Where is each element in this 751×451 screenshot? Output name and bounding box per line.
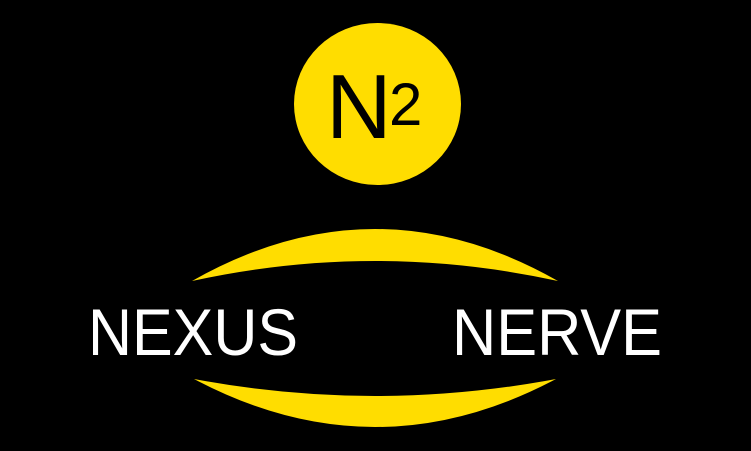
wordmark-right: NERVE <box>452 295 662 369</box>
wordmark-left: NEXUS <box>88 295 298 369</box>
badge-number: 2 <box>389 71 422 138</box>
bottom-arc-icon <box>194 379 556 427</box>
badge-circle-icon <box>294 23 461 185</box>
top-arc-icon <box>192 229 558 281</box>
badge-letter: N <box>326 57 392 158</box>
